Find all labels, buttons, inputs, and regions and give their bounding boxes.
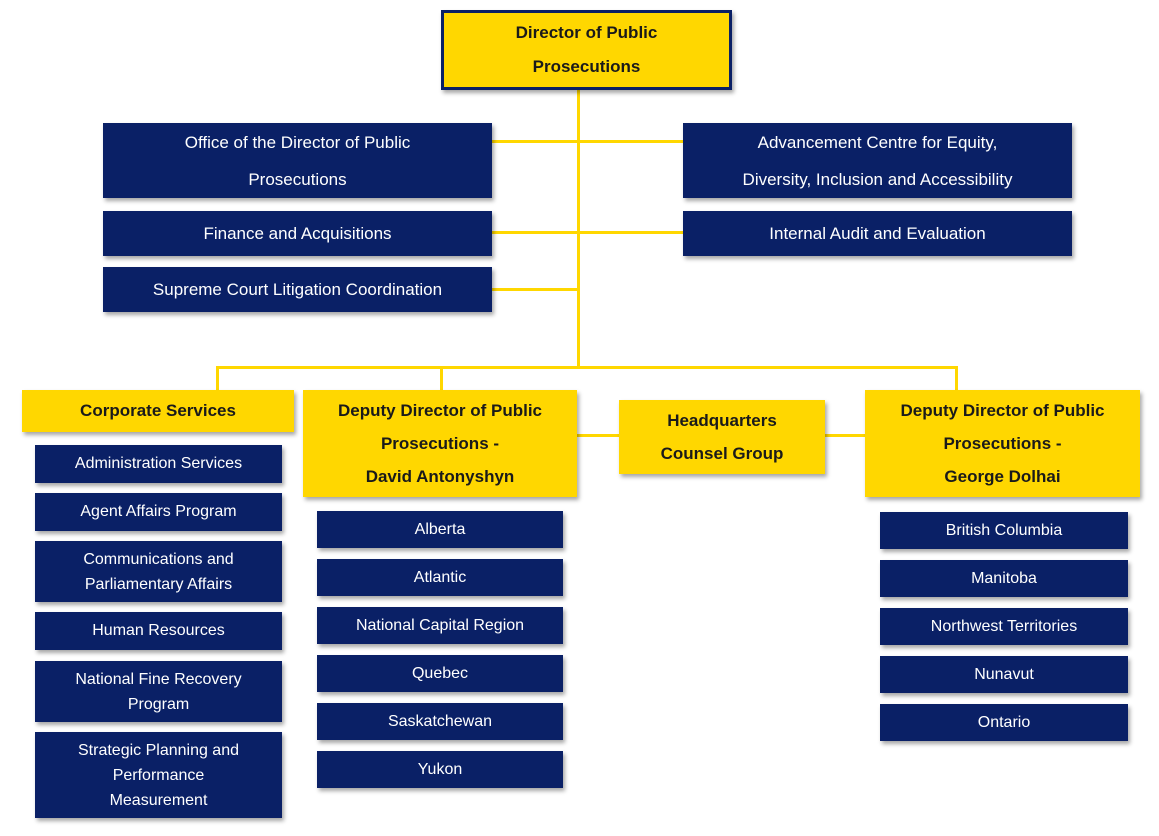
connector-drop-deputy-dolhai (955, 366, 958, 390)
connector-hq-right (825, 434, 865, 437)
org-box-communications-parliamentary-affairs: Communications and Parliamentary Affairs (35, 541, 282, 602)
connector-root-vertical (577, 90, 580, 369)
org-box-ontario: Ontario (880, 704, 1128, 741)
org-box-northwest-territories: Northwest Territories (880, 608, 1128, 645)
connector-row2-horizontal (492, 231, 683, 234)
org-box-administration-services: Administration Services (35, 445, 282, 483)
connector-drop-corporate (216, 366, 219, 390)
connector-row1-horizontal (492, 140, 683, 143)
connector-row3-horizontal (492, 288, 580, 291)
org-box-alberta: Alberta (317, 511, 563, 548)
org-box-agent-affairs-program: Agent Affairs Program (35, 493, 282, 531)
org-box-nunavut: Nunavut (880, 656, 1128, 693)
org-box-atlantic: Atlantic (317, 559, 563, 596)
connector-branch-horizontal (216, 366, 958, 369)
org-box-human-resources: Human Resources (35, 612, 282, 650)
org-box-strategic-planning-performance-measurement: Strategic Planning and Performance Measu… (35, 732, 282, 818)
org-box-national-capital-region: National Capital Region (317, 607, 563, 644)
org-box-saskatchewan: Saskatchewan (317, 703, 563, 740)
org-box-finance-and-acquisitions: Finance and Acquisitions (103, 211, 492, 256)
org-box-advancement-centre: Advancement Centre for Equity, Diversity… (683, 123, 1072, 198)
org-box-office-of-the-director: Office of the Director of Public Prosecu… (103, 123, 492, 198)
org-box-internal-audit-and-evaluation: Internal Audit and Evaluation (683, 211, 1072, 256)
org-box-deputy-director-david-antonyshyn: Deputy Director of Public Prosecutions -… (303, 390, 577, 497)
org-box-national-fine-recovery-program: National Fine Recovery Program (35, 661, 282, 722)
org-box-director-of-public-prosecutions: Director of Public Prosecutions (441, 10, 732, 90)
org-box-deputy-director-george-dolhai: Deputy Director of Public Prosecutions -… (865, 390, 1140, 497)
org-box-supreme-court-litigation-coordination: Supreme Court Litigation Coordination (103, 267, 492, 312)
org-box-quebec: Quebec (317, 655, 563, 692)
org-box-headquarters-counsel-group: Headquarters Counsel Group (619, 400, 825, 474)
org-box-yukon: Yukon (317, 751, 563, 788)
org-box-corporate-services: Corporate Services (22, 390, 294, 432)
connector-hq-left (577, 434, 619, 437)
org-box-manitoba: Manitoba (880, 560, 1128, 597)
org-box-british-columbia: British Columbia (880, 512, 1128, 549)
connector-drop-deputy-antonyshyn (440, 366, 443, 390)
